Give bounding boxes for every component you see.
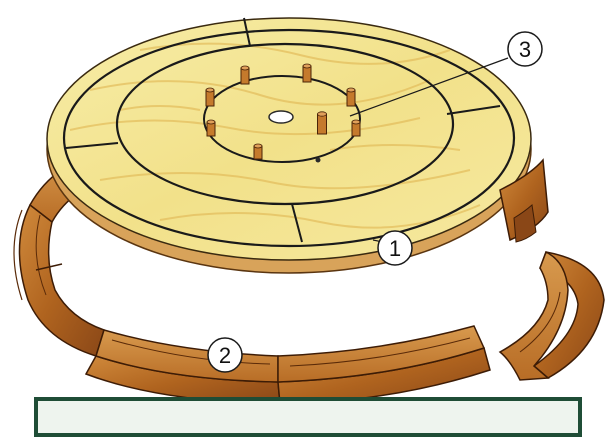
peg [318,112,327,134]
rail-segment-left [14,205,104,356]
callout-2-label: 2 [219,343,231,368]
callout-3-label: 3 [519,37,531,62]
peg [254,144,262,159]
peg [207,120,215,136]
peg [241,66,249,84]
rail-segment-detached [500,252,604,380]
exploded-board-diagram: 1 2 3 [0,0,607,420]
peg [206,88,214,106]
callout-2: 2 [208,338,242,372]
peg [352,120,360,136]
peg [303,64,311,82]
caption-box [34,397,582,437]
rail-segment-front-left [86,330,280,404]
peg-hole [316,158,321,163]
playing-board [47,18,531,273]
callout-1-label: 1 [389,236,401,261]
rail-segment-front-right [278,326,490,404]
center-hole [269,111,293,123]
peg [347,88,355,106]
